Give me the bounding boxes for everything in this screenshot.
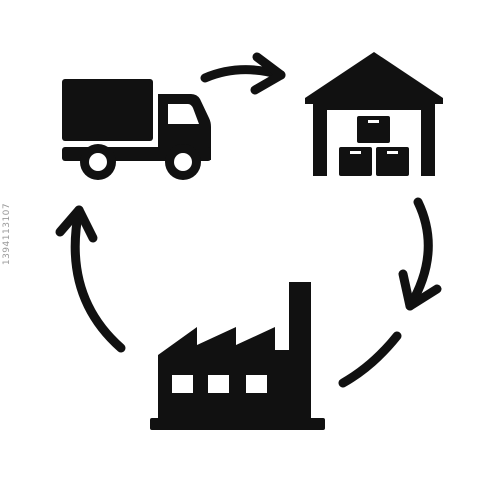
warehouse-right-wall xyxy=(421,98,435,176)
cycle-arrows xyxy=(55,52,442,388)
arrow-head xyxy=(55,205,98,243)
factory-ground xyxy=(150,418,325,430)
truck-window xyxy=(168,104,199,124)
warehouse-beam xyxy=(313,98,435,110)
truck-cargo-box xyxy=(62,79,153,141)
box-bottom-right-tape xyxy=(387,151,398,154)
box-bottom-left-tape xyxy=(350,151,361,154)
arrow-head xyxy=(250,52,286,95)
arrow-factory-tail xyxy=(338,331,402,388)
factory-window-1 xyxy=(172,375,193,393)
arrow-warehouse-to-factory xyxy=(398,197,442,311)
warehouse-left-wall xyxy=(313,98,327,176)
truck-cab-gap xyxy=(153,79,158,147)
arrow-shaft xyxy=(405,197,433,311)
arrow-factory-to-truck xyxy=(55,205,126,353)
truck-rear-hub xyxy=(89,153,107,171)
factory-window-3 xyxy=(246,375,267,393)
warehouse-boxes xyxy=(339,116,409,176)
stock-id-label: 1394113107 xyxy=(2,202,12,266)
factory-icon xyxy=(150,282,325,430)
arrow-truck-to-warehouse xyxy=(200,52,286,95)
warehouse-roof xyxy=(305,52,443,104)
truck-front-hub xyxy=(174,153,192,171)
box-top xyxy=(357,116,390,143)
delivery-truck-icon xyxy=(62,79,211,180)
box-bottom-right xyxy=(376,147,409,176)
factory-building xyxy=(158,282,311,418)
arrow-head xyxy=(398,269,442,311)
box-bottom-left xyxy=(339,147,372,176)
warehouse-icon xyxy=(305,52,443,176)
arrow-shaft xyxy=(70,205,126,353)
box-top-tape xyxy=(368,120,379,123)
factory-window-2 xyxy=(208,375,229,393)
